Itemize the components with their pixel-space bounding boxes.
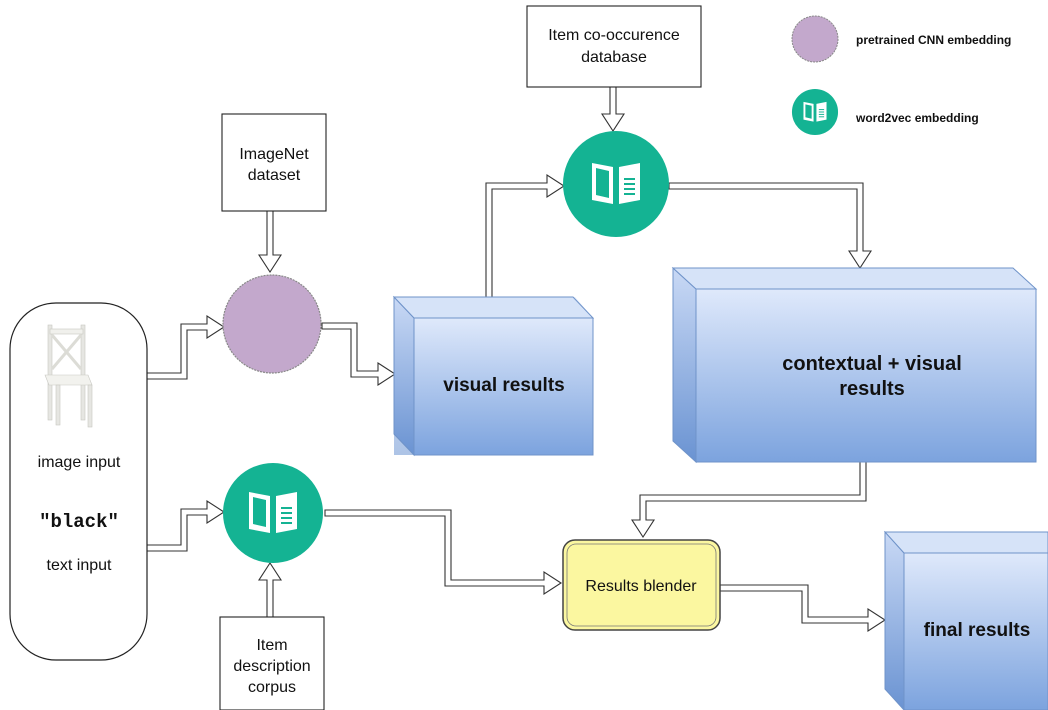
imagenet-dataset-box: ImageNet dataset bbox=[221, 113, 327, 212]
arrow-imagenet-to-cnn bbox=[257, 210, 283, 274]
visual-results-box: visual results bbox=[392, 295, 595, 457]
imagenet-line1: ImageNet bbox=[239, 146, 309, 163]
connector-arrows bbox=[145, 86, 887, 633]
final-results-label: final results bbox=[924, 620, 1031, 641]
cooccurrence-embedding-node bbox=[563, 131, 669, 237]
legend-cnn-label: pretrained CNN embedding bbox=[856, 33, 1011, 47]
results-blender-label: Results blender bbox=[585, 578, 697, 595]
arrow-blender-to-final bbox=[719, 584, 887, 633]
arrow-db-to-cooccurrence bbox=[600, 86, 626, 133]
final-results-box: final results bbox=[883, 530, 1048, 710]
arrow-cnn-to-visual bbox=[321, 322, 397, 387]
corpus-line1: Item bbox=[256, 637, 287, 654]
contextual-results-line2: results bbox=[839, 378, 905, 400]
arrow-contextual-to-blender bbox=[630, 461, 867, 539]
legend-w2v-swatch bbox=[791, 88, 839, 136]
corpus-line2: description bbox=[233, 658, 310, 675]
cooccurrence-line2: database bbox=[581, 49, 647, 66]
corpus-line3: corpus bbox=[248, 679, 296, 696]
legend: pretrained CNN embedding word2vec embedd… bbox=[791, 15, 1011, 136]
legend-w2v-label: word2vec embedding bbox=[855, 111, 979, 125]
text-input-label: text input bbox=[47, 557, 112, 574]
arrow-cooccurrence-to-contextual bbox=[668, 182, 873, 270]
image-input-label: image input bbox=[38, 454, 121, 471]
arrow-image-to-cnn bbox=[145, 314, 226, 380]
cnn-embedding-node bbox=[222, 274, 322, 374]
legend-cnn-swatch bbox=[791, 15, 839, 63]
contextual-results-line1: contextual + visual bbox=[782, 353, 962, 375]
arrow-w2v-to-blender bbox=[324, 509, 563, 596]
results-blender-box: Results blender bbox=[562, 539, 721, 631]
imagenet-line2: dataset bbox=[248, 167, 301, 184]
input-panel: image input "black" text input bbox=[9, 302, 148, 661]
visual-results-label: visual results bbox=[443, 375, 564, 396]
query-text: "black" bbox=[39, 511, 119, 533]
cooccurrence-line1: Item co-occurence bbox=[548, 27, 680, 44]
item-description-corpus-box: Item description corpus bbox=[219, 616, 325, 710]
cooccurrence-database-box: Item co-occurence database bbox=[526, 5, 702, 88]
text-embedding-node bbox=[223, 463, 323, 563]
contextual-visual-results-box: contextual + visual results bbox=[671, 266, 1038, 464]
arrow-visual-to-cooccurrence bbox=[485, 173, 566, 298]
arrow-corpus-to-w2v bbox=[257, 561, 283, 618]
arrow-text-to-w2v bbox=[145, 499, 226, 552]
